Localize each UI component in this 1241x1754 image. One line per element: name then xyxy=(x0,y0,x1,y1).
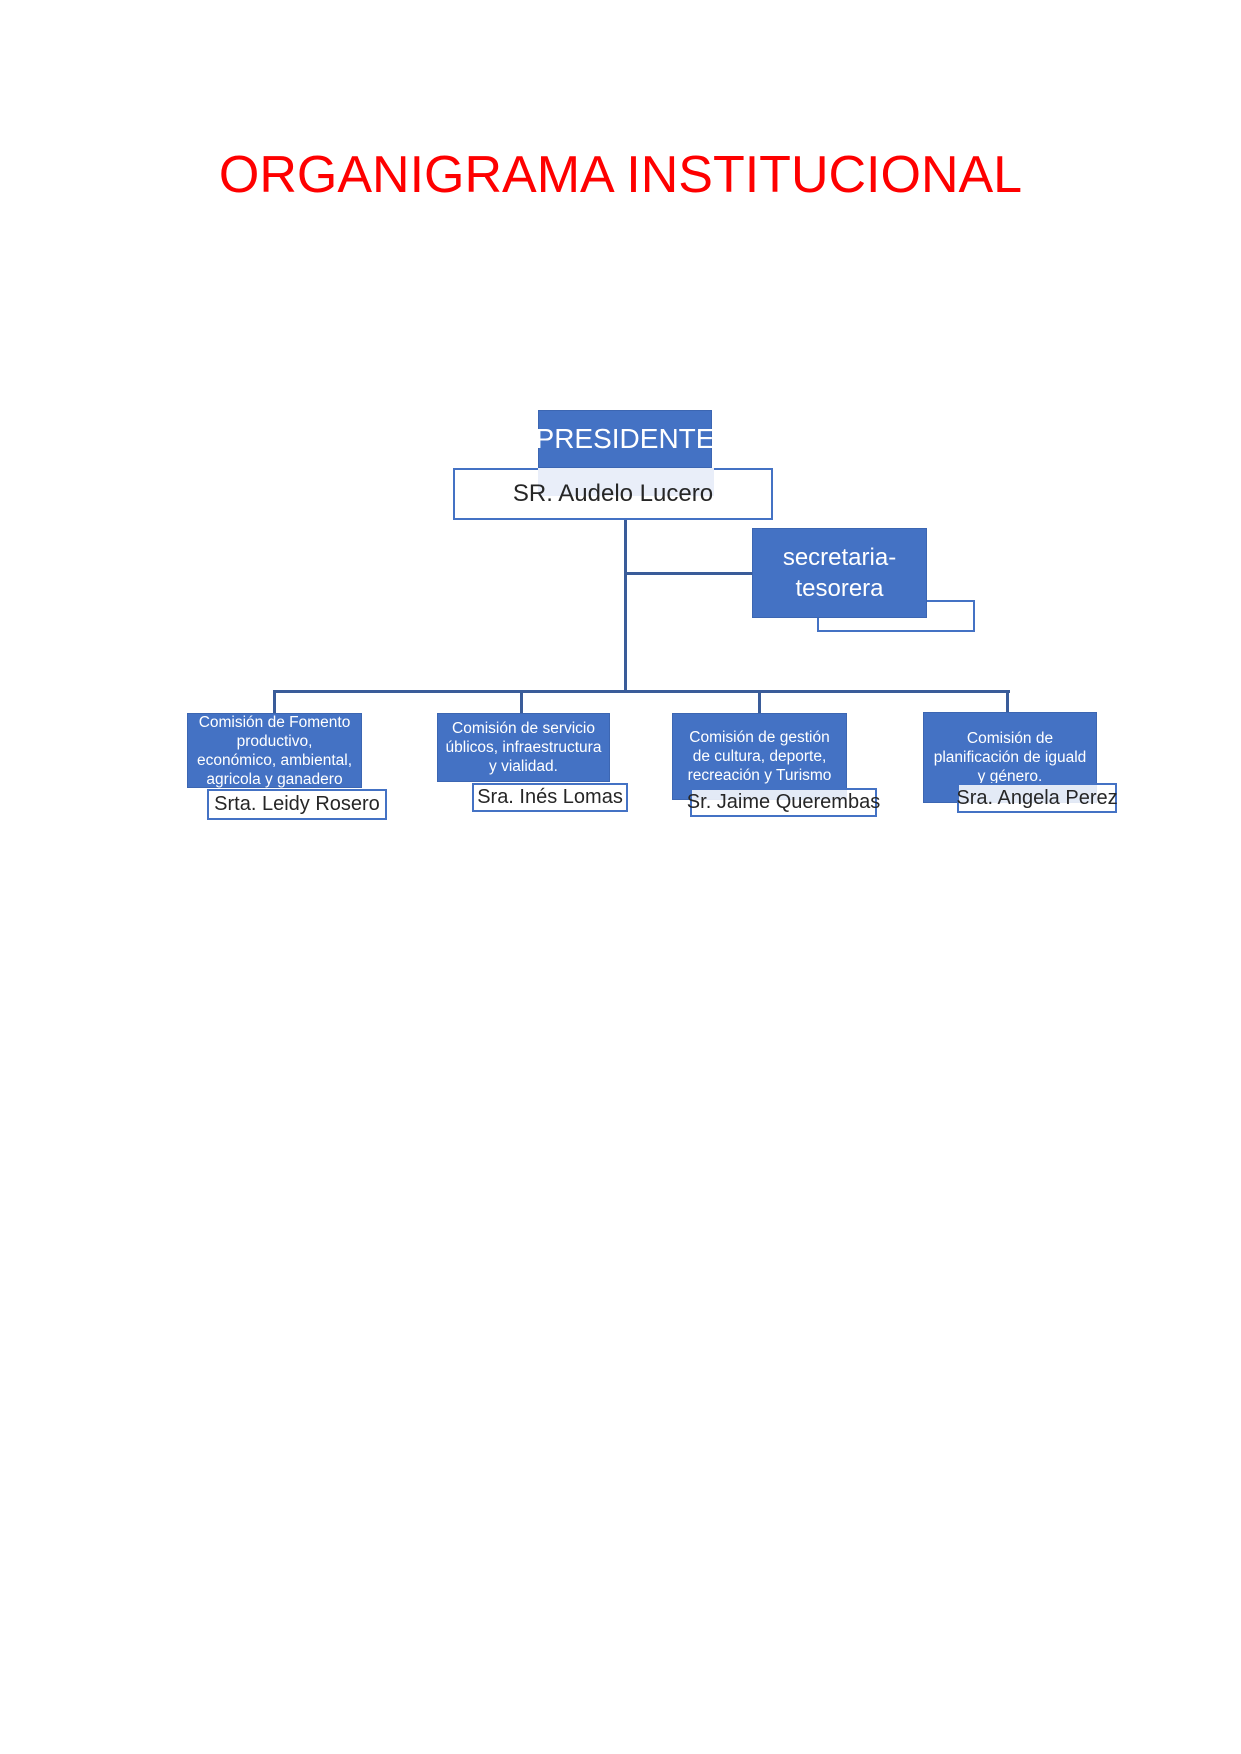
member-name-label: Sr. Jaime Querembas xyxy=(686,791,881,813)
commission-label: Comisión de servicio úblicos, infraestru… xyxy=(445,720,602,775)
commission-box-cultura: Comisión de gestión de cultura, deporte,… xyxy=(672,713,847,800)
secretary-branch-line xyxy=(624,572,752,575)
commission-label: Comisión de Fomento productivo, económic… xyxy=(196,713,353,788)
member-name-box: Sr. Jaime Querembas xyxy=(686,788,881,817)
member-name-box: Srta. Leidy Rosero xyxy=(207,789,387,820)
member-name-box: Sra. Inés Lomas xyxy=(472,783,628,812)
commission-box-planificacion: Comisión de planificación de iguald y gé… xyxy=(923,712,1097,803)
member-name-label: Sra. Angela Perez xyxy=(956,786,1118,809)
commission-box-fomento: Comisión de Fomento productivo, económic… xyxy=(187,713,362,788)
commission-label: Comisión de gestión de cultura, deporte,… xyxy=(687,729,832,784)
secretary-role-box: secretaria-tesorera xyxy=(752,528,927,618)
president-name-label: SR. Audelo Lucero xyxy=(512,480,714,507)
page-title: ORGANIGRAMA INSTITUCIONAL xyxy=(218,146,1023,204)
drop-line-commission-4 xyxy=(1006,690,1009,715)
member-name-box: Sra. Angela Perez xyxy=(956,783,1118,813)
member-name-label: Sra. Inés Lomas xyxy=(477,786,623,808)
secretary-role-label: secretaria-tesorera xyxy=(782,544,897,602)
trunk-connector-line xyxy=(624,520,627,692)
president-role-label: PRESIDENTE xyxy=(535,423,715,454)
drop-line-commission-2 xyxy=(520,690,523,715)
member-name-label: Srta. Leidy Rosero xyxy=(214,793,380,815)
drop-line-commission-3 xyxy=(758,690,761,715)
commission-label: Comisión de planificación de iguald y gé… xyxy=(933,730,1087,785)
president-box-shadow-tint xyxy=(538,468,714,496)
commission-box-servicios: Comisión de servicio úblicos, infraestru… xyxy=(437,713,610,782)
president-role-box: PRESIDENTE xyxy=(535,410,715,468)
sibling-connector-line xyxy=(273,690,1010,693)
drop-line-commission-1 xyxy=(273,690,276,715)
president-name-box: SR. Audelo Lucero xyxy=(453,468,773,520)
